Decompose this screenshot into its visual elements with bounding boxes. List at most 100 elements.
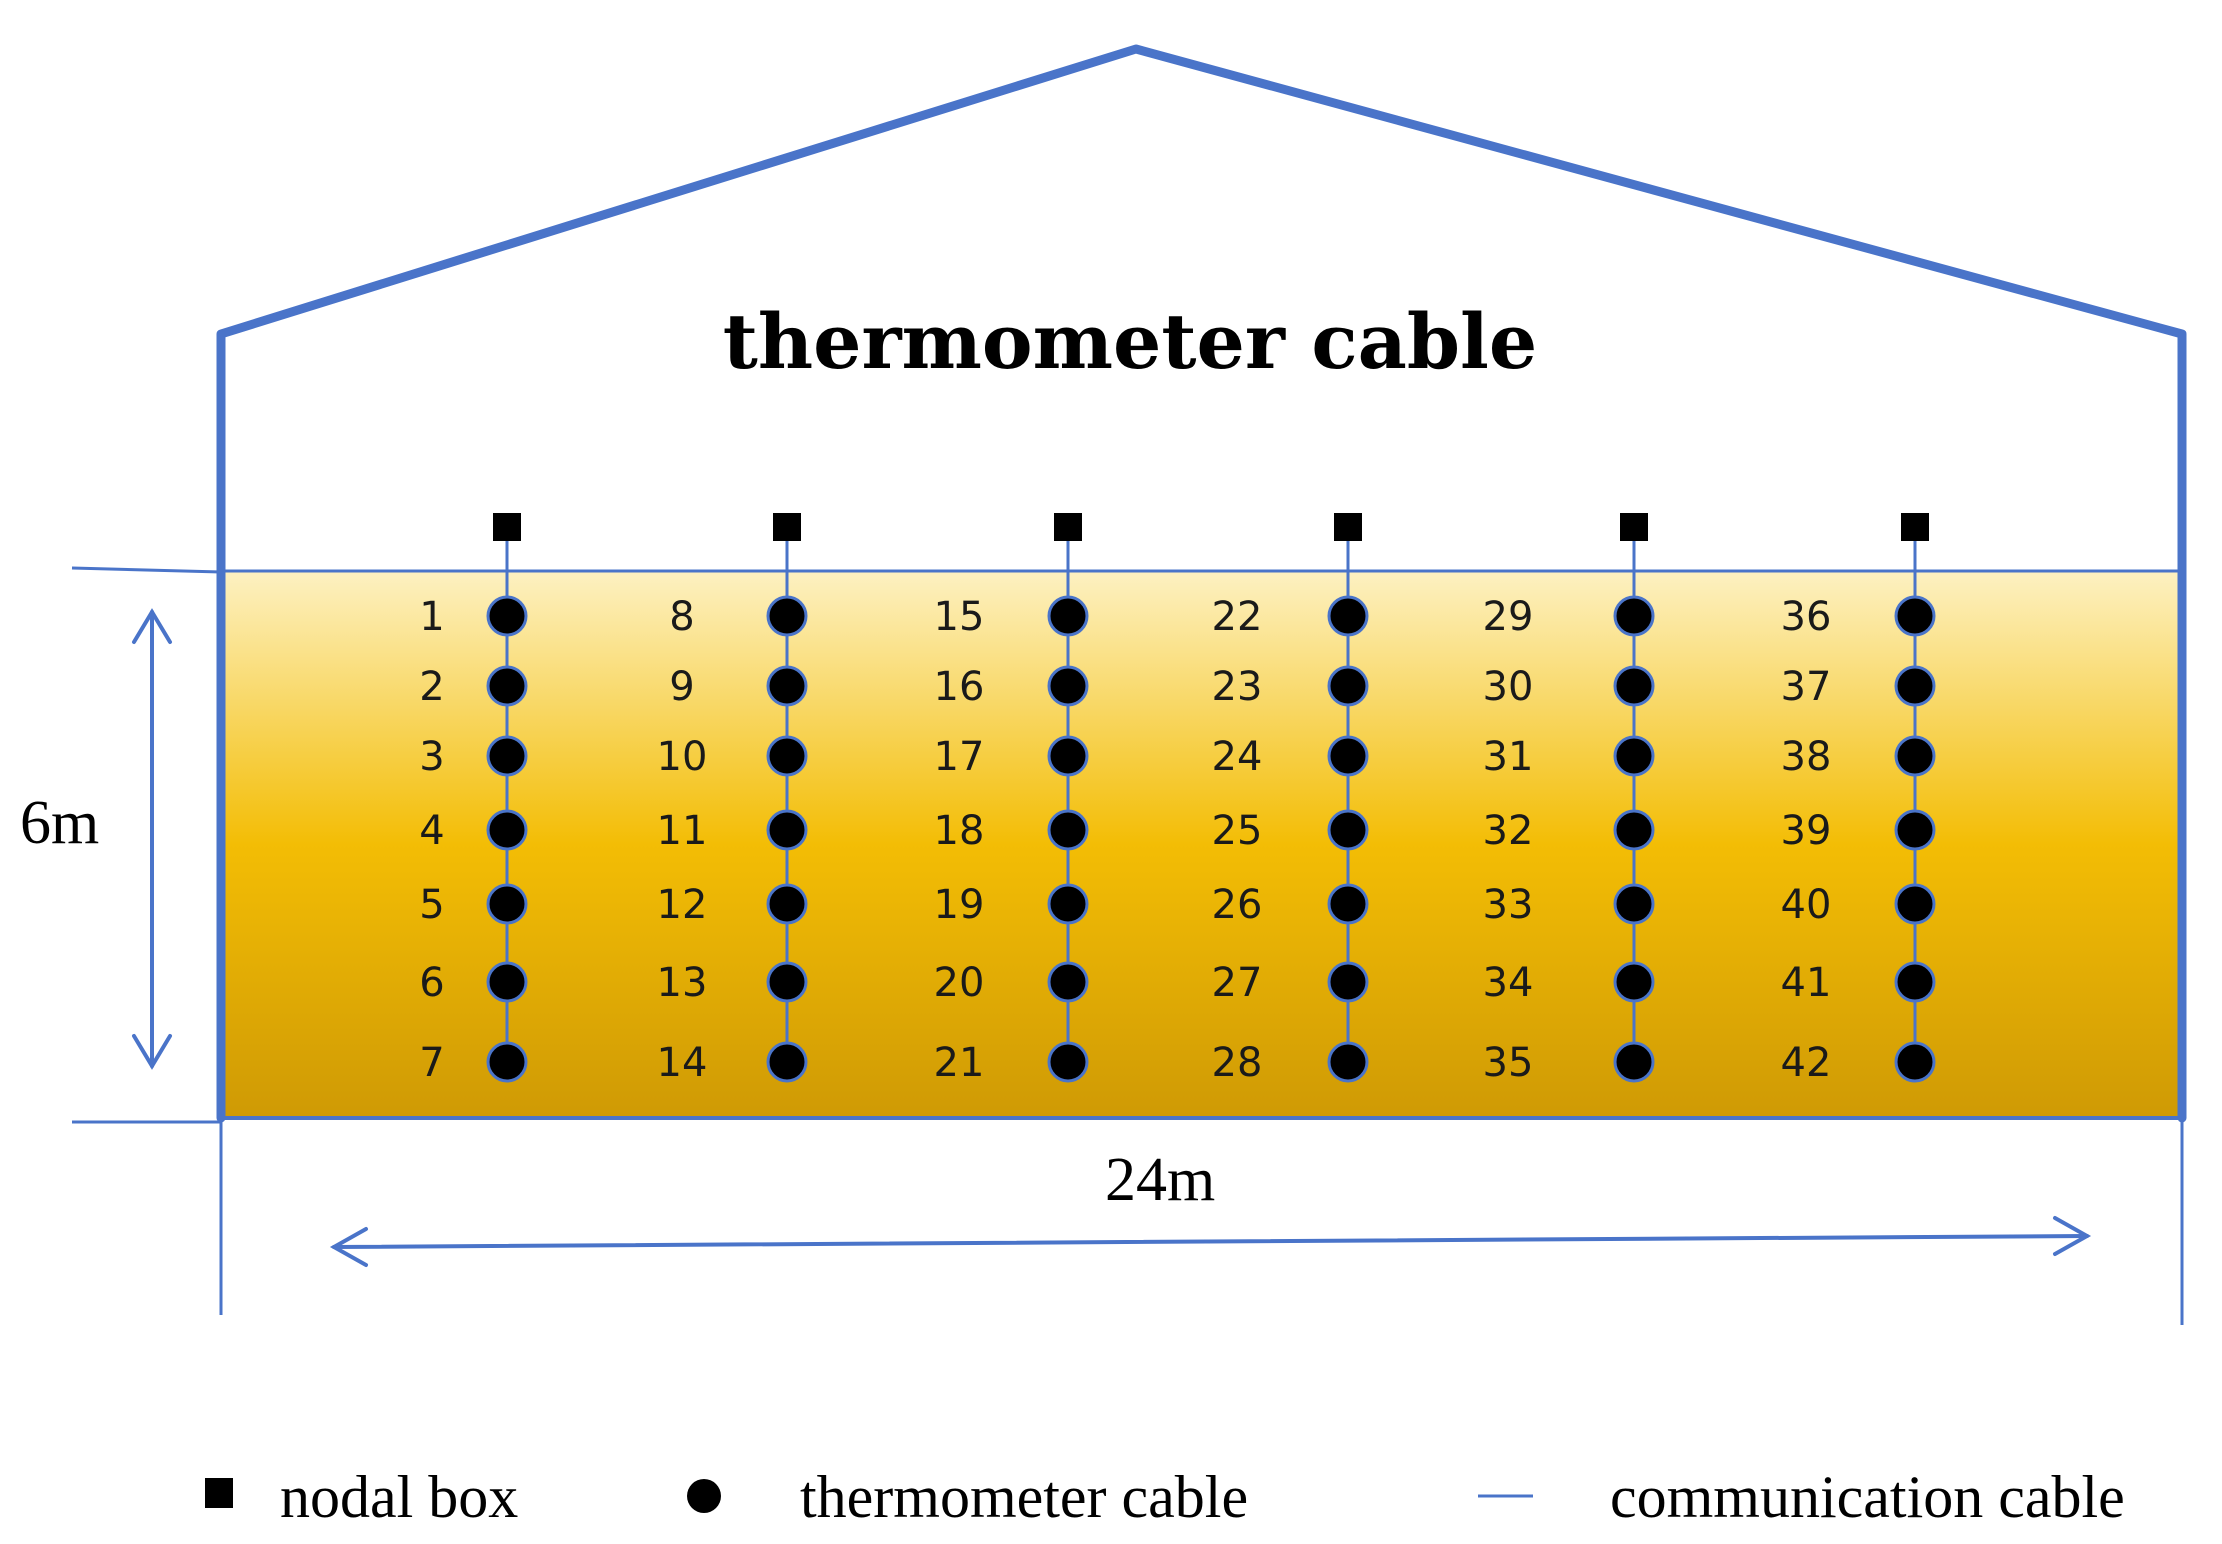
legend: nodal box thermometer cable communicatio… xyxy=(205,1464,2125,1530)
sensor-label: 9 xyxy=(669,664,694,710)
sensor-label: 19 xyxy=(934,882,985,928)
sensor-label: 1 xyxy=(419,594,444,640)
sensor-node xyxy=(1894,883,1936,925)
sensor-label: 4 xyxy=(419,808,444,854)
sensor-label: 12 xyxy=(657,882,708,928)
sensor-label: 3 xyxy=(419,734,444,780)
sensor-label: 11 xyxy=(657,808,708,854)
width-label: 24m xyxy=(1105,1146,1215,1214)
sensor-label: 20 xyxy=(934,960,985,1006)
height-dimension-arrow xyxy=(132,608,172,1070)
height-label: 6m xyxy=(20,789,99,857)
sensor-node xyxy=(1613,1041,1655,1083)
sensor-node xyxy=(1894,735,1936,777)
sensor-label: 25 xyxy=(1212,808,1263,854)
sensor-label: 39 xyxy=(1781,808,1832,854)
sensor-label: 16 xyxy=(934,664,985,710)
sensor-node xyxy=(1327,665,1369,707)
dimension-extension-lines xyxy=(71,566,2184,1325)
sensor-label: 5 xyxy=(419,882,444,928)
sensor-node xyxy=(1613,809,1655,851)
sensor-label: 22 xyxy=(1212,594,1263,640)
sensor-label: 29 xyxy=(1483,594,1534,640)
diagram-title: thermometer cable xyxy=(723,297,1537,386)
sensor-node xyxy=(1047,665,1089,707)
sensor-node xyxy=(486,809,528,851)
sensor-node xyxy=(486,665,528,707)
sensor-node xyxy=(1047,595,1089,637)
sensor-label: 37 xyxy=(1781,664,1832,710)
sensor-label: 40 xyxy=(1781,882,1832,928)
sensor-label: 2 xyxy=(419,664,444,710)
sensor-node xyxy=(1047,961,1089,1003)
sensor-node xyxy=(1327,961,1369,1003)
sensor-label: 30 xyxy=(1483,664,1534,710)
sensor-label: 27 xyxy=(1212,960,1263,1006)
sensor-label: 14 xyxy=(657,1040,708,1086)
sensor-node xyxy=(766,1041,808,1083)
sensor-label: 13 xyxy=(657,960,708,1006)
sensor-label: 26 xyxy=(1212,882,1263,928)
sensor-label: 6 xyxy=(419,960,444,1006)
sensor-node xyxy=(1047,809,1089,851)
sensor-node xyxy=(486,1041,528,1083)
grain-body xyxy=(221,571,2182,1118)
sensor-label: 15 xyxy=(934,594,985,640)
sensor-label: 32 xyxy=(1483,808,1534,854)
sensor-label: 7 xyxy=(419,1040,444,1086)
nodal-box xyxy=(1054,513,1082,541)
sensor-label: 34 xyxy=(1483,960,1534,1006)
sensor-node xyxy=(486,735,528,777)
sensor-label: 38 xyxy=(1781,734,1832,780)
sensor-label: 8 xyxy=(669,594,694,640)
sensor-node xyxy=(1613,735,1655,777)
sensor-node xyxy=(1613,883,1655,925)
width-dimension-arrow xyxy=(329,1216,2092,1267)
sensor-node xyxy=(1327,809,1369,851)
sensor-node xyxy=(1327,595,1369,637)
nodal-box xyxy=(1620,513,1648,541)
sensor-label: 41 xyxy=(1781,960,1832,1006)
sensor-label: 28 xyxy=(1212,1040,1263,1086)
sensor-node xyxy=(766,961,808,1003)
sensor-node xyxy=(1613,961,1655,1003)
sensor-node xyxy=(1047,883,1089,925)
legend-thermometer-cable-icon xyxy=(687,1479,721,1513)
building-outline xyxy=(216,44,2187,1123)
legend-communication-cable-label: communication cable xyxy=(1610,1464,2125,1530)
sensor-label: 35 xyxy=(1483,1040,1534,1086)
thermometer-cables: 1234567891011121314151617181920212223242… xyxy=(419,513,1936,1086)
sensor-node xyxy=(486,883,528,925)
sensor-node xyxy=(766,809,808,851)
sensor-node xyxy=(486,961,528,1003)
sensor-label: 10 xyxy=(657,734,708,780)
sensor-node xyxy=(766,665,808,707)
legend-thermometer-cable-label: thermometer cable xyxy=(800,1464,1248,1530)
legend-nodal-box-label: nodal box xyxy=(280,1464,518,1530)
sensor-node xyxy=(1047,735,1089,777)
sensor-node xyxy=(766,883,808,925)
nodal-box xyxy=(1334,513,1362,541)
sensor-node xyxy=(1894,595,1936,637)
nodal-box xyxy=(1901,513,1929,541)
sensor-label: 21 xyxy=(934,1040,985,1086)
sensor-node xyxy=(766,595,808,637)
nodal-box xyxy=(773,513,801,541)
sensor-node xyxy=(1047,1041,1089,1083)
sensor-node xyxy=(1894,961,1936,1003)
sensor-node xyxy=(1327,735,1369,777)
sensor-label: 17 xyxy=(934,734,985,780)
sensor-label: 33 xyxy=(1483,882,1534,928)
nodal-box xyxy=(493,513,521,541)
sensor-label: 42 xyxy=(1781,1040,1832,1086)
sensor-node xyxy=(1327,1041,1369,1083)
sensor-label: 18 xyxy=(934,808,985,854)
sensor-node xyxy=(1894,809,1936,851)
sensor-label: 24 xyxy=(1212,734,1263,780)
sensor-node xyxy=(486,595,528,637)
sensor-node xyxy=(766,735,808,777)
sensor-node xyxy=(1894,1041,1936,1083)
legend-nodal-box-icon xyxy=(205,1478,233,1508)
sensor-node xyxy=(1894,665,1936,707)
